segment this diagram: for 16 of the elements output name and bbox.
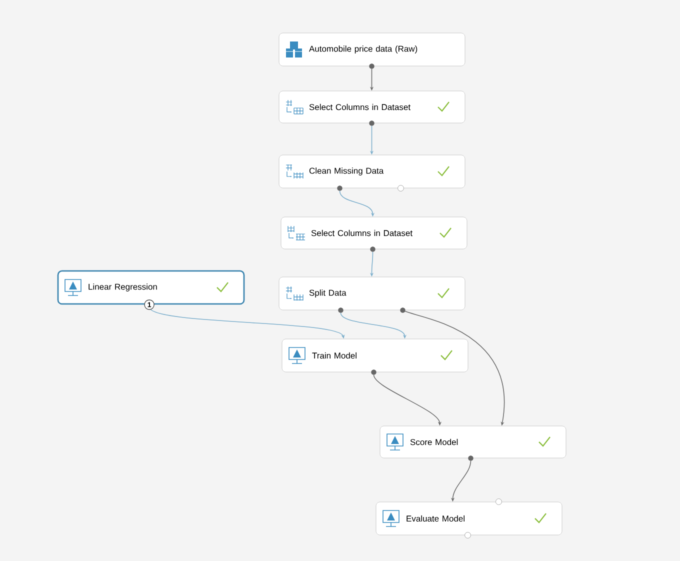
output-port (337, 186, 342, 191)
module-box: Clean Missing Data (278, 154, 466, 188)
output-port (369, 120, 374, 126)
output-port (338, 308, 344, 313)
module-box: Select Columns in Dataset (280, 216, 468, 250)
output-port (400, 308, 406, 313)
module-box: Split Data (278, 276, 466, 310)
output-port (369, 64, 374, 69)
module-box: Evaluate Model (376, 502, 562, 536)
module-box: Score Model (380, 426, 566, 458)
module-box: Train Model (282, 338, 468, 372)
module-box: Automobile price data (Raw) (278, 32, 466, 66)
output-port (371, 370, 376, 375)
module-box: Select Columns in Dataset (278, 90, 466, 124)
output-port (468, 456, 474, 461)
output-port (370, 246, 376, 252)
